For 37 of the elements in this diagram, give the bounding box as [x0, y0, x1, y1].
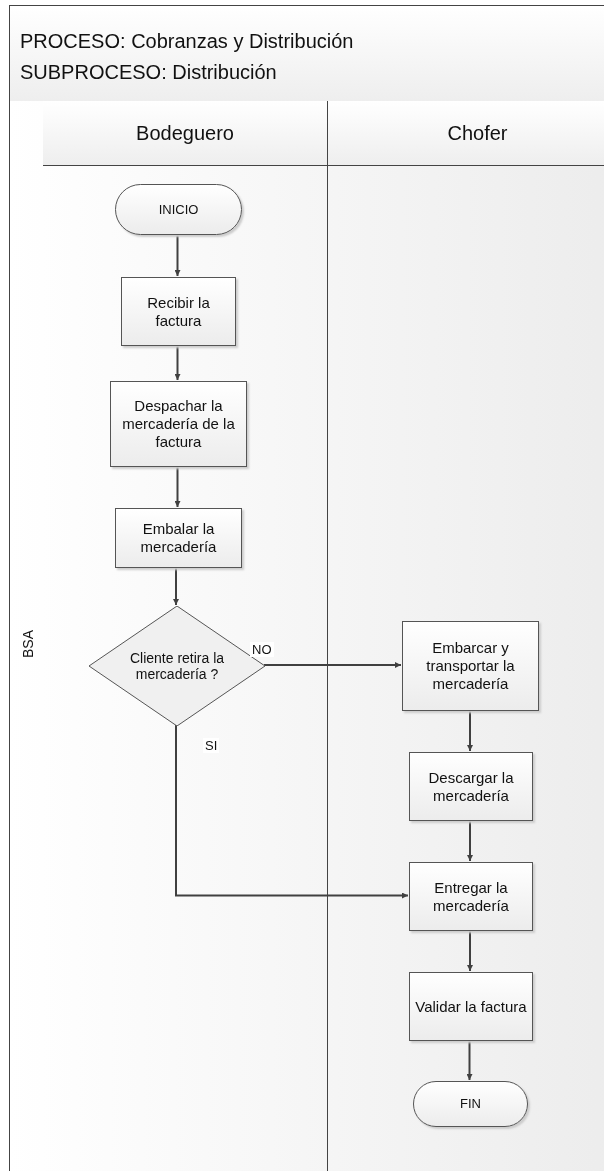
- process-box: [409, 752, 533, 821]
- lane-title: Chofer: [447, 121, 508, 145]
- arrow: [263, 662, 402, 668]
- node-text: FIN: [460, 1096, 481, 1112]
- node-text: Despachar la mercadería de la factura: [121, 397, 236, 451]
- node-text: Entregar la mercadería: [432, 878, 510, 915]
- arrow: [174, 465, 181, 508]
- process-box: [402, 621, 539, 711]
- terminator-box: [413, 1081, 528, 1127]
- arrow: [175, 724, 409, 899]
- process-box: [121, 277, 236, 346]
- node-text: Descargar la mercadería: [427, 768, 515, 805]
- arrow: [173, 566, 179, 606]
- arrow: [174, 344, 181, 381]
- node-text: Embalar la mercadería: [139, 520, 218, 556]
- arrow: [467, 709, 473, 752]
- swimlane: [43, 101, 328, 1171]
- edge-label: NO: [250, 642, 274, 657]
- process-box: [115, 508, 242, 568]
- process-box: [110, 381, 247, 467]
- edge-label: SI: [203, 738, 220, 753]
- band-label: BSA: [20, 630, 36, 658]
- node-text: Validar la factura: [415, 997, 527, 1016]
- node-text: Recibir la factura: [146, 293, 211, 330]
- process-title: PROCESO: Cobranzas y Distribución: [20, 30, 354, 53]
- node-text: INICIO: [158, 201, 199, 218]
- terminator-box: [115, 184, 242, 235]
- process-box: [409, 972, 533, 1041]
- process-box: [409, 862, 533, 931]
- arrow: [467, 929, 473, 972]
- arrow: [174, 233, 181, 277]
- node-text: Embarcar y transportar la mercadería: [425, 639, 516, 693]
- node-text: Cliente retira la mercadería ?: [128, 650, 226, 682]
- lane-title: Bodeguero: [136, 121, 234, 145]
- subprocess-title: SUBPROCESO: Distribución: [20, 61, 277, 84]
- arrow: [467, 819, 473, 862]
- arrow: [466, 1039, 473, 1081]
